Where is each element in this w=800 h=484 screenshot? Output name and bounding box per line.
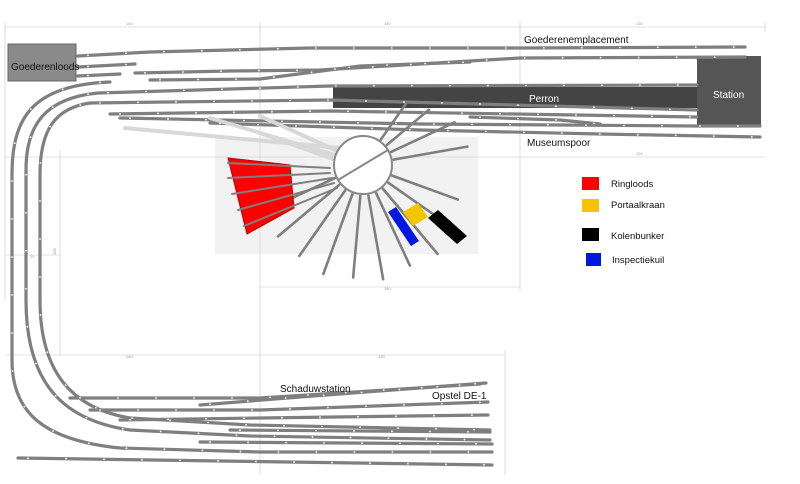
turntable-stall-track bbox=[385, 108, 431, 147]
dim-right-lower: 120 bbox=[636, 151, 643, 156]
turntable-stall-track bbox=[389, 121, 456, 154]
turntable-stall-track bbox=[392, 145, 469, 161]
opstel-label: Opstel DE-1 bbox=[432, 391, 487, 402]
turntable-stall-track bbox=[276, 183, 341, 238]
turntable-stall-track bbox=[367, 194, 385, 281]
dim-top-mid: 140 bbox=[384, 21, 391, 26]
inspectiekuil bbox=[388, 207, 419, 246]
turntable-stall-track bbox=[379, 101, 408, 141]
perron-label: Perron bbox=[529, 94, 559, 105]
turntable-stall-track bbox=[322, 192, 354, 276]
turntable-stall-track bbox=[298, 189, 347, 258]
legend-swatch-ringloods bbox=[582, 177, 599, 190]
turntable-stall-track bbox=[390, 174, 460, 201]
schaduwstation-label: Schaduwstation bbox=[280, 384, 351, 395]
tracks bbox=[10, 45, 762, 467]
legend-swatch-inspectiekuil bbox=[586, 253, 601, 266]
goederenloods-label: Goederenloods bbox=[11, 62, 79, 73]
dim-top-left: 140 bbox=[126, 21, 133, 26]
legend-swatch-portaalkraan bbox=[582, 199, 599, 212]
station-building bbox=[697, 56, 761, 126]
museumspoor-label: Museumspoor bbox=[527, 138, 591, 149]
legend-label-kolenbunker: Kolenbunker bbox=[611, 231, 664, 242]
turntable-stall-track bbox=[351, 194, 362, 279]
goederenemplacement-label: Goederenemplacement bbox=[524, 35, 629, 46]
legend-swatch-kolenbunker bbox=[582, 228, 599, 241]
station-label: Station bbox=[713, 90, 744, 101]
legend-label-portaalkraan: Portaalkraan bbox=[611, 200, 665, 211]
legend-label-inspectiekuil: Inspectiekuil bbox=[612, 255, 664, 266]
dim-top-right: 130 bbox=[636, 21, 643, 26]
dimension-labels: 140 140 130 120 180 180 130 20 100 bbox=[30, 21, 643, 359]
dimension-lines bbox=[4, 22, 766, 475]
legend: Ringloods Portaalkraan Kolenbunker Inspe… bbox=[582, 177, 665, 266]
goederenloods-building bbox=[7, 43, 77, 82]
dim-bottom-right: 130 bbox=[378, 354, 385, 359]
dim-left-long: 100 bbox=[52, 248, 57, 255]
turntable-stall-track bbox=[374, 191, 412, 267]
legend-label-ringloods: Ringloods bbox=[611, 179, 653, 190]
dim-turntable-width: 180 bbox=[384, 286, 391, 291]
dim-bottom-left: 180 bbox=[126, 354, 133, 359]
portaalkraan bbox=[403, 203, 428, 226]
dim-left-side: 20 bbox=[30, 254, 35, 259]
kolenbunker bbox=[428, 210, 467, 244]
